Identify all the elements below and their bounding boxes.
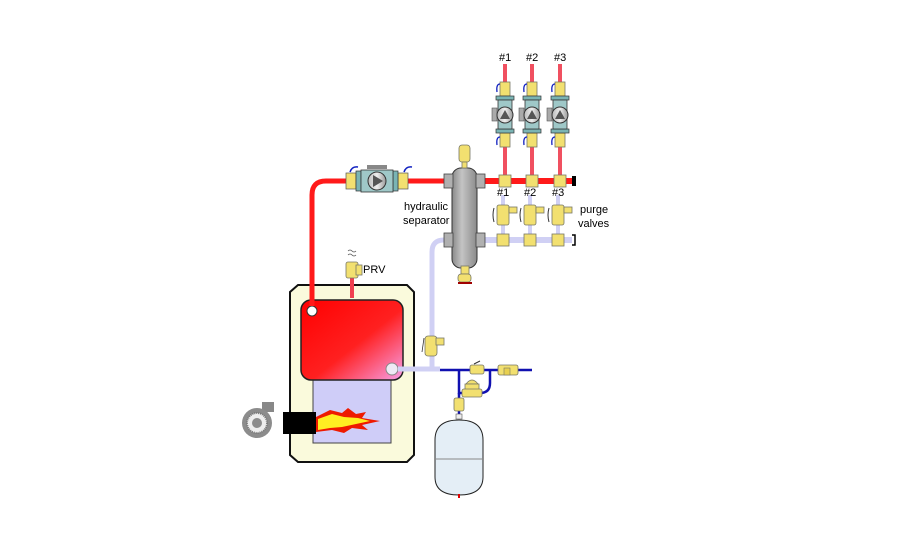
separator-label-line2: separator (403, 215, 450, 227)
supply-tee (498, 174, 512, 188)
air-separator (421, 335, 445, 357)
purge-valves-label-line1: purge (580, 204, 608, 216)
hydraulic-separator (443, 167, 486, 269)
backflow-preventer (497, 364, 519, 376)
purge-valve-2: #2 (519, 187, 545, 247)
purge-valve-set: #1 #2 #3 (492, 187, 573, 247)
ball-valve (469, 360, 485, 375)
supply-tee (553, 174, 567, 188)
flow-arrow-icon (500, 110, 510, 119)
flow-arrow-icon (527, 110, 537, 119)
primary-circulator (345, 165, 413, 193)
return-tee (523, 233, 537, 247)
supply-tee (525, 174, 539, 188)
expansion-tank (434, 413, 484, 498)
pressure-relief-valve (345, 249, 363, 279)
burner-tube (283, 412, 316, 434)
separator-label-line1: hydraulic (404, 201, 449, 213)
return-inlet (385, 362, 399, 376)
heat-exchanger (300, 299, 404, 381)
boiler (289, 284, 415, 463)
return-tee (496, 233, 510, 247)
purge-valve-3: #3 (547, 187, 573, 247)
supply-outlet (306, 305, 318, 317)
flame-icon (316, 408, 380, 433)
zone-circulator-1: #1 (491, 52, 515, 188)
pressure-reducing-valve (461, 379, 483, 398)
zone-label: #1 (499, 52, 511, 64)
air-vent (458, 144, 471, 169)
zone-circulators: #1 #2 #3 (491, 52, 570, 188)
zone-circulator-2: #2 (518, 52, 542, 188)
purge-label: #1 (497, 187, 509, 199)
zone-label: #2 (526, 52, 538, 64)
return-tee (551, 233, 565, 247)
purge-valves-label-line2: valves (578, 218, 610, 230)
drain-valve (457, 265, 472, 284)
purge-label: #3 (552, 187, 564, 199)
burner (242, 402, 316, 438)
purge-label: #2 (524, 187, 536, 199)
prv-label: PRV (363, 264, 386, 276)
zone-circulator-3: #3 (546, 52, 570, 188)
purge-valve-1: #1 (492, 187, 518, 247)
boiler-supply-pipe (309, 178, 450, 306)
tank-isolation-valve (453, 397, 465, 412)
zone-label: #3 (554, 52, 566, 64)
flow-arrow-icon (555, 110, 565, 119)
flow-arrow-icon (373, 175, 383, 187)
